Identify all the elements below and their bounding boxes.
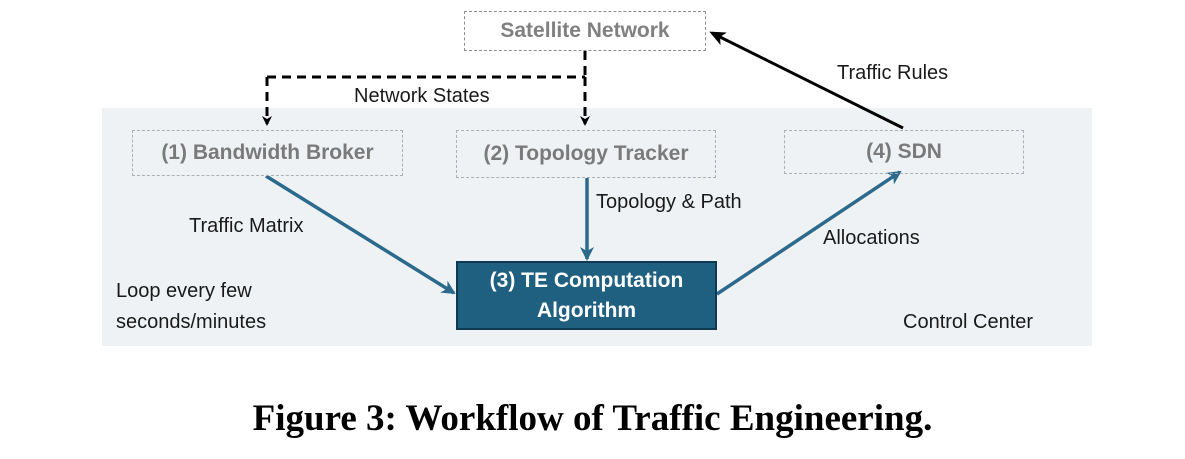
topology-path-label: Topology & Path bbox=[596, 191, 742, 213]
loop-label-line2: seconds/minutes bbox=[116, 311, 267, 333]
traffic-matrix-label: Traffic Matrix bbox=[189, 215, 304, 237]
bandwidth-broker-node: (1) Bandwidth Broker bbox=[132, 130, 403, 176]
te-label-line1: (3) TE Computation bbox=[489, 268, 684, 292]
loop-label-line1: Loop every few bbox=[116, 280, 252, 302]
traffic-matrix-arrow bbox=[265, 174, 456, 295]
control-center-label: Control Center bbox=[903, 311, 1034, 333]
satellite-network-node: Satellite Network bbox=[464, 11, 706, 51]
network-states-arrows bbox=[262, 51, 590, 126]
allocations-arrow bbox=[716, 170, 902, 296]
traffic-rules-arrow bbox=[709, 31, 904, 130]
te-label-line2: Algorithm bbox=[536, 298, 637, 322]
topology-tracker-node: (2) Topology Tracker bbox=[456, 130, 716, 178]
allocations-label: Allocations bbox=[823, 227, 920, 249]
traffic-rules-label: Traffic Rules bbox=[837, 62, 949, 84]
figure-caption: Figure 3: Workflow of Traffic Engineerin… bbox=[252, 398, 933, 439]
sdn-node: (4) SDN bbox=[784, 130, 1024, 174]
network-states-label: Network States bbox=[354, 85, 490, 107]
te-computation-node: (3) TE Computation Algorithm bbox=[456, 261, 717, 330]
